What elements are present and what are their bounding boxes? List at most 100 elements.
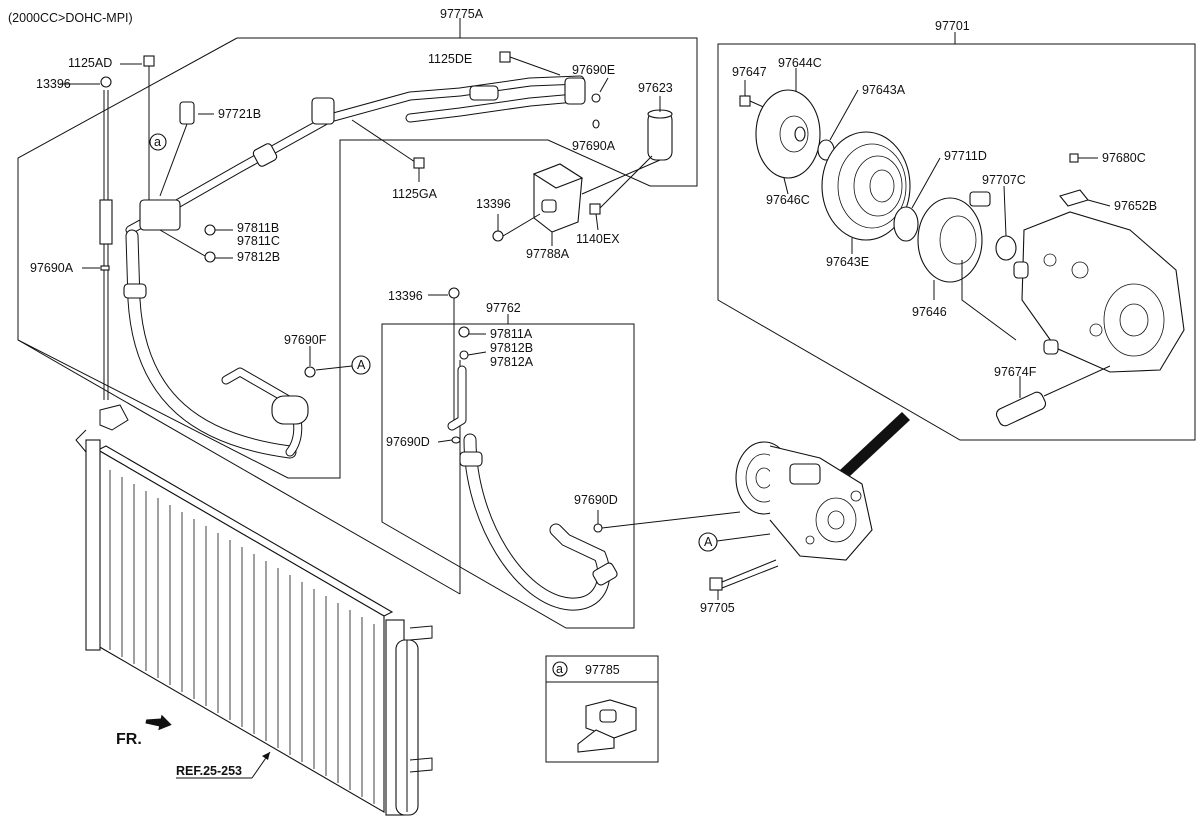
group-outline-97775A [17,37,698,479]
callout-A-label-left: A [357,358,366,372]
label-97674F: 97674F [994,365,1037,379]
label-97647: 97647 [732,65,767,79]
label-97762: 97762 [486,301,521,315]
label-97652B: 97652B [1114,199,1157,213]
label-97788A: 97788A [526,247,570,261]
label-97811A: 97811A [490,327,533,341]
label-97690E: 97690E [572,63,615,77]
ref-arrow-icon [262,752,270,760]
label-97705: 97705 [700,601,735,615]
o-ring-icon [304,366,316,378]
liquid-hose-icon [447,365,618,611]
leader [599,77,609,93]
bolt-icon [709,559,779,591]
receiver-drier-icon [647,109,673,161]
leader [581,159,661,195]
bolt-icon [1069,153,1079,163]
bracket-icon [99,199,113,245]
label-97646: 97646 [912,305,947,319]
label-97812B-middle: 97812B [490,341,533,355]
o-ring-icon [995,235,1017,261]
compressor-body-icon [1013,211,1185,373]
leader [437,439,453,443]
detail-callout-a: a [556,662,563,676]
o-ring-icon [592,119,600,129]
group-outline-97762 [381,323,635,629]
callout-A-label-right: A [704,535,713,549]
label-13396-lower: 13396 [388,289,423,303]
leader [315,365,353,371]
bolt-icon [143,55,155,200]
o-ring-icon [591,93,601,103]
callout-a-marker [149,133,167,151]
suction-hose-icon [123,229,309,459]
o-ring-icon [593,523,603,533]
leader [601,511,741,529]
leader [911,157,941,209]
label-97690F: 97690F [284,333,327,347]
discharge-pipe-icon [125,75,586,235]
leader [1043,365,1111,397]
label-97644C: 97644C [778,56,822,70]
label-97785: 97785 [585,663,620,677]
bracket-icon [1059,189,1089,207]
label-97623: 97623 [638,81,673,95]
bolt-icon [499,51,511,63]
label-97690A-left: 97690A [30,261,74,275]
o-ring-icon [893,206,919,242]
leader [17,339,461,595]
leader [599,155,653,209]
clutch-pulley-icon [821,131,911,241]
field-coil-icon [917,191,1017,341]
leader [509,56,561,76]
label-97812A: 97812A [490,355,534,369]
o-ring-icon [204,224,216,236]
clutch-plate-icon [755,89,821,179]
leader [829,89,859,141]
front-label: FR. [116,731,142,748]
label-97707C: 97707C [982,173,1026,187]
detail-arrow-icon [840,412,910,476]
nut-icon [459,350,469,360]
callout-a-label: a [154,135,161,149]
condenser-icon [75,404,433,816]
leader [595,213,599,231]
label-1125GA: 1125GA [392,187,438,201]
label-97811B: 97811B [237,221,279,235]
label-97721B: 97721B [218,107,261,121]
label-97711D: 97711D [944,149,987,163]
label-97690D-left: 97690D [386,435,430,449]
label-97775A: 97775A [440,7,484,21]
o-ring-icon [100,265,110,271]
leader [716,533,771,542]
group-outline-97701 [717,43,1196,441]
leader [783,177,789,195]
label-1125DE: 1125DE [428,52,472,66]
label-13396-middle: 13396 [476,197,511,211]
nut-icon [492,230,504,242]
nut-icon [100,76,112,88]
leader [1003,185,1007,237]
label-97690D-right: 97690D [574,493,618,507]
o-ring-icon [451,436,461,444]
callout-A-marker-left [351,355,371,375]
pressure-sensor-icon [159,101,195,197]
label-13396-top-left: 13396 [36,77,71,91]
front-arrow-icon [145,714,172,731]
leader [159,229,206,257]
label-97643A: 97643A [862,83,906,97]
nut-icon [204,251,216,263]
bracket-icon [577,699,637,753]
detail-box-97785: a 97785 [545,655,659,763]
label-97811C: 97811C [237,234,280,248]
bracket-icon [532,163,584,233]
compressor-icon [735,441,873,561]
o-ring-icon [458,326,470,338]
leader [467,351,487,356]
label-1140EX: 1140EX [576,232,620,246]
label-97680C: 97680C [1102,151,1146,165]
leader [1087,199,1111,207]
label-97690A-top: 97690A [572,139,616,153]
nut-icon [448,287,460,299]
